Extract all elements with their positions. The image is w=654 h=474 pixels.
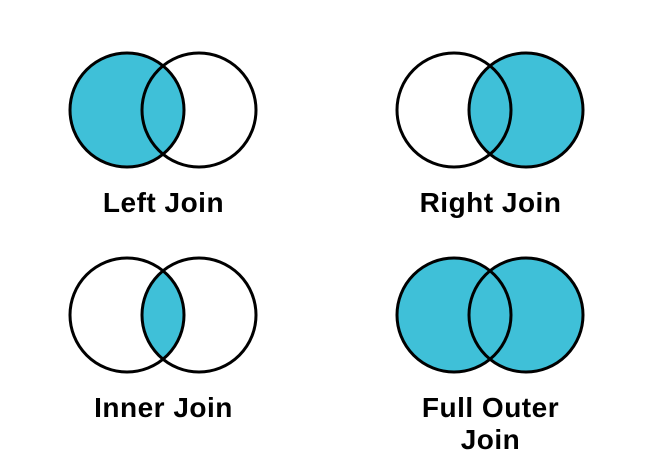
right-circle-fill — [468, 258, 583, 372]
venn-label-right-join: Right Join — [419, 187, 562, 218]
venn-label-inner-join: Inner Join — [94, 392, 233, 423]
left-circle-outline — [395, 51, 512, 169]
venn-diagram-full-outer-join — [366, 245, 616, 390]
right-circle-fill — [468, 53, 583, 167]
venn-cell-right-join: Right Join — [327, 0, 654, 237]
left-circle-outline — [395, 256, 512, 374]
right-circle-outline — [467, 256, 584, 374]
venn-label-left-join: Left Join — [102, 187, 225, 218]
right-circle-outline — [140, 51, 257, 169]
intersection-fill — [141, 270, 184, 360]
venn-cell-full-outer-join: Full Outer Join — [327, 237, 654, 474]
venn-diagram-right-join — [366, 40, 616, 185]
venn-label-full-outer-join: Full Outer Join — [421, 392, 560, 456]
venn-diagram-left-join — [39, 40, 289, 185]
left-circle-outline — [68, 51, 185, 169]
venn-cell-inner-join: Inner Join — [0, 237, 327, 474]
right-circle-outline — [140, 256, 257, 374]
venn-diagram-inner-join — [39, 245, 289, 390]
left-circle-outline — [68, 256, 185, 374]
right-circle-outline — [467, 51, 584, 169]
left-circle-fill — [69, 53, 184, 167]
venn-cell-left-join: Left Join — [0, 0, 327, 237]
